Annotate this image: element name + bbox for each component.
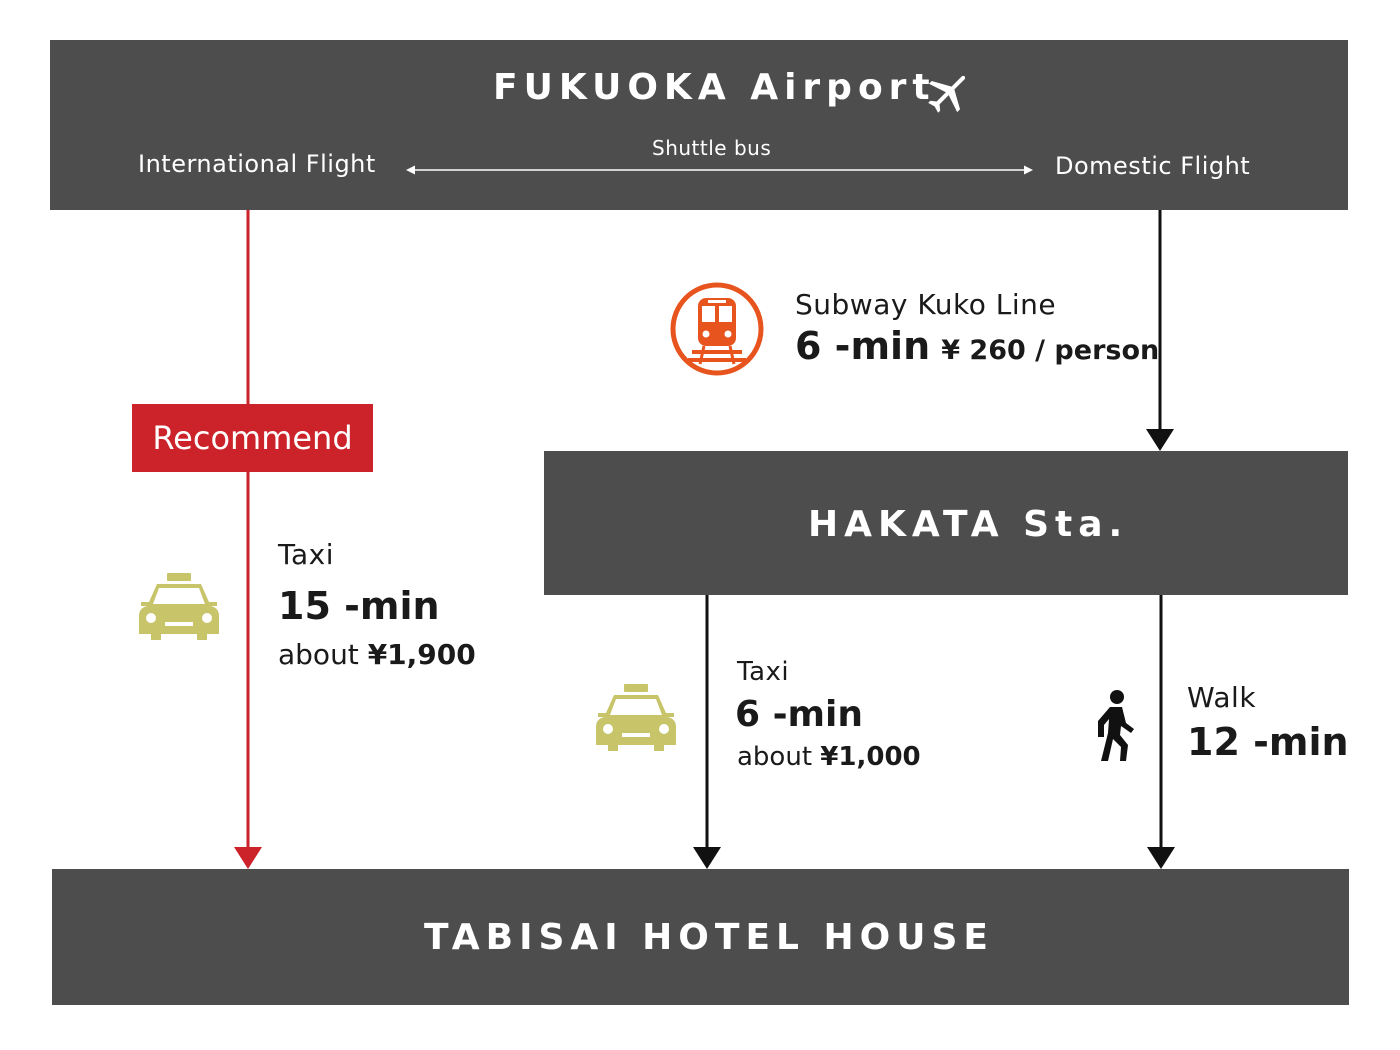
- airport-taxi-duration: 15 -min: [278, 584, 440, 628]
- hakata-taxi-mode-label: Taxi: [737, 657, 790, 687]
- walk-duration: 12 -min: [1187, 720, 1349, 764]
- subway-price: ¥ 260 / person: [941, 335, 1160, 366]
- hotel-title: TABISAI HOTEL HOUSE: [424, 917, 995, 958]
- shuttle-bus-label: Shuttle bus: [652, 136, 772, 160]
- hakata-taxi-duration: 6 -min: [735, 694, 864, 735]
- subway-mode-label: Subway Kuko Line: [795, 288, 1057, 321]
- hakata-taxi-price: about ¥1,000: [737, 742, 921, 772]
- train-icon: [670, 282, 764, 376]
- shuttle-bus-double-arrow: [406, 165, 1033, 175]
- hakata-station-box: HAKATA Sta.: [544, 451, 1348, 595]
- airplane-icon: [928, 75, 966, 113]
- walk-mode-label: Walk: [1187, 681, 1257, 714]
- international-flight-label: International Flight: [138, 150, 376, 178]
- airport-taxi-price-value: ¥1,900: [367, 638, 476, 671]
- taxi-icon: [596, 684, 676, 751]
- airport-title: FUKUOKA Airport: [493, 67, 936, 108]
- hakata-station-title: HAKATA Sta.: [808, 504, 1129, 545]
- airport-taxi-price-prefix: about: [278, 638, 359, 671]
- recommended-route-arrowhead: [234, 847, 262, 869]
- airport-taxi-mode-label: Taxi: [278, 538, 334, 571]
- hakata-taxi-route-arrowhead: [693, 847, 721, 869]
- subway-route-arrowhead: [1146, 429, 1174, 451]
- hotel-box: TABISAI HOTEL HOUSE: [52, 869, 1349, 1005]
- taxi-icon: [139, 573, 219, 640]
- subway-duration: 6 -min: [795, 324, 931, 368]
- hakata-taxi-price-value: ¥1,000: [820, 742, 921, 772]
- hakata-taxi-price-prefix: about: [737, 742, 813, 772]
- airport-taxi-price: about ¥1,900: [278, 638, 476, 671]
- recommend-badge: Recommend: [132, 404, 373, 472]
- walking-person-icon: [1098, 690, 1134, 761]
- domestic-flight-label: Domestic Flight: [1055, 152, 1251, 180]
- walk-route-arrowhead: [1147, 847, 1175, 869]
- subway-details: 6 -min ¥ 260 / person: [795, 324, 1159, 368]
- airport-box: FUKUOKA Airport International Flight Shu…: [50, 40, 1348, 210]
